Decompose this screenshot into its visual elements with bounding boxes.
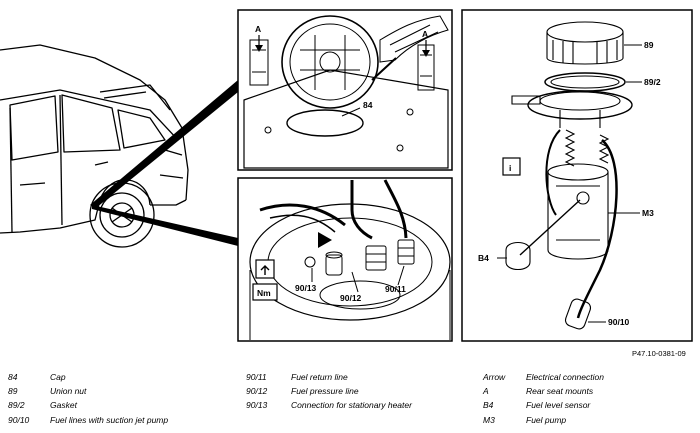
legend-text: Fuel pressure line bbox=[291, 386, 359, 397]
legend-text: Gasket bbox=[50, 400, 77, 411]
label-return-90-11: 90/11 bbox=[385, 284, 406, 294]
label-cap-84: 84 bbox=[363, 100, 373, 110]
detail-panel-fuel-connections: Nm 90/13 90/12 90/11 bbox=[237, 177, 453, 342]
detail-panel-access-cover: A A 84 bbox=[237, 9, 453, 171]
legend-code: A bbox=[483, 386, 489, 397]
legend-code: Arrow bbox=[483, 372, 506, 382]
legend-text: Fuel level sensor bbox=[526, 400, 591, 411]
label-level-sensor-b4: B4 bbox=[478, 253, 489, 263]
vehicle-drawing bbox=[0, 44, 189, 248]
legend-code: 89/2 bbox=[8, 400, 25, 411]
legend-code: B4 bbox=[483, 400, 494, 411]
legend-code: 90/11 bbox=[246, 372, 267, 382]
legend-text: Electrical connection bbox=[526, 372, 604, 382]
label-pressure-90-12: 90/12 bbox=[340, 293, 362, 303]
legend-text: Rear seat mounts bbox=[526, 386, 594, 397]
label-a-left: A bbox=[255, 24, 261, 34]
detail-leader-lines bbox=[90, 80, 238, 246]
info-icon: i bbox=[509, 163, 511, 173]
legend-code: 89 bbox=[8, 386, 18, 397]
legend-code: 90/12 bbox=[246, 386, 268, 397]
label-fuel-lines-90-10: 90/10 bbox=[608, 317, 630, 327]
figure-reference-code: P47.10-0381-09 bbox=[632, 349, 686, 358]
legend-text: Fuel return line bbox=[291, 372, 348, 382]
label-a-right: A bbox=[422, 29, 428, 39]
legend-code: 90/10 bbox=[8, 414, 30, 425]
legend: 84 Cap 89 Union nut 89/2 Gasket 90/10 Fuel l… bbox=[8, 372, 698, 430]
label-union-nut-89: 89 bbox=[644, 40, 654, 50]
fuel-system-illustration: A A 84 bbox=[0, 9, 693, 342]
label-heater-90-13: 90/13 bbox=[295, 283, 317, 293]
legend-text: Union nut bbox=[50, 386, 87, 397]
label-gasket-89-2: 89/2 bbox=[644, 77, 661, 87]
label-torque-nm: Nm bbox=[257, 288, 271, 298]
legend-code: M3 bbox=[483, 414, 495, 425]
legend-text: Connection for stationary heater bbox=[291, 400, 412, 411]
label-fuel-pump-m3: M3 bbox=[642, 208, 654, 218]
legend-code: 90/13 bbox=[246, 400, 268, 411]
detail-panel-fuel-pump: i 89 89/2 M3 B4 90/10 bbox=[461, 9, 693, 342]
legend-text: Cap bbox=[50, 372, 66, 382]
legend-text: Fuel pump bbox=[526, 414, 567, 425]
legend-code: 84 bbox=[8, 372, 18, 382]
legend-text: Fuel lines with suction jet pump bbox=[50, 414, 169, 425]
